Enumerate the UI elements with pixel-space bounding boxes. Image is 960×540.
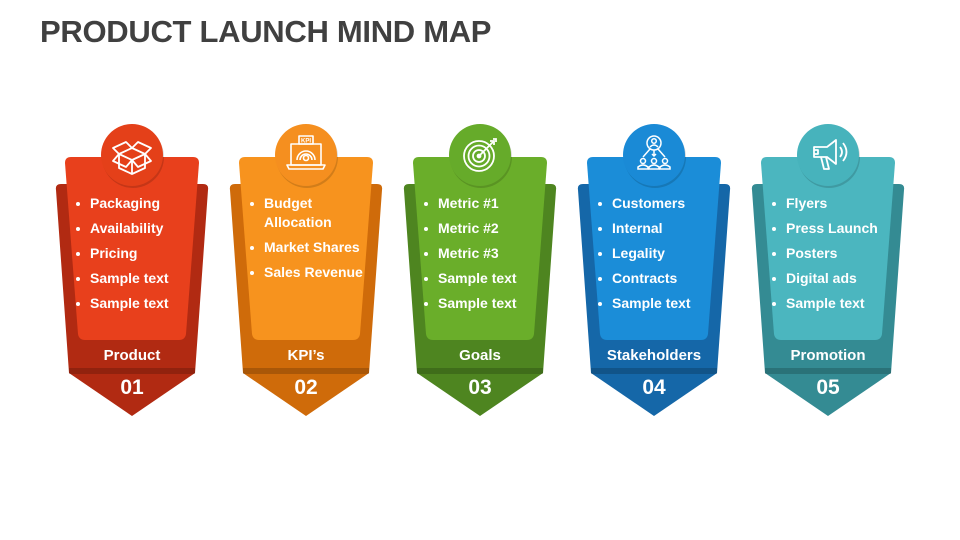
card-number: 04 bbox=[642, 376, 666, 399]
list-item: Pricing bbox=[73, 244, 203, 263]
list-item: Contracts bbox=[595, 269, 725, 288]
list-item: Sample text bbox=[421, 294, 551, 313]
list-item: Sample text bbox=[769, 294, 899, 313]
list-item: Flyers bbox=[769, 194, 899, 213]
card-label: Goals bbox=[459, 347, 501, 364]
card-number: 03 bbox=[468, 376, 492, 399]
kpi-laptop-gauge-icon: KPI bbox=[275, 124, 337, 186]
list-item: Metric #3 bbox=[421, 244, 551, 263]
svg-text:KPI: KPI bbox=[301, 139, 311, 145]
list-item: Sample text bbox=[73, 269, 203, 288]
list-item: Customers bbox=[595, 194, 725, 213]
list-item: Market Shares bbox=[247, 238, 377, 257]
list-item: Sample text bbox=[73, 294, 203, 313]
card-shape bbox=[751, 124, 905, 416]
target-arrow-icon bbox=[449, 124, 511, 186]
card-label: Promotion bbox=[790, 347, 866, 364]
list-item: Internal bbox=[595, 219, 725, 238]
bullet-list: Flyers Press Launch Posters Digital ads … bbox=[769, 194, 899, 319]
list-item: Metric #1 bbox=[421, 194, 551, 213]
mindmap-card-product: Packaging Availability Pricing Sample te… bbox=[45, 110, 219, 430]
list-item: Packaging bbox=[73, 194, 203, 213]
card-number: 01 bbox=[120, 376, 144, 399]
card-number: 02 bbox=[294, 376, 318, 399]
bullet-list: Budget Allocation Market Shares Sales Re… bbox=[247, 194, 377, 288]
mindmap-card-goals: Metric #1 Metric #2 Metric #3 Sample tex… bbox=[393, 110, 567, 430]
bullet-list: Metric #1 Metric #2 Metric #3 Sample tex… bbox=[421, 194, 551, 319]
open-box-icon bbox=[101, 124, 163, 186]
list-item: Posters bbox=[769, 244, 899, 263]
team-network-icon bbox=[623, 124, 685, 186]
card-shape bbox=[577, 124, 731, 416]
list-item: Sample text bbox=[421, 269, 551, 288]
mindmap-card-kpis: KPI Budget Allocation Market Shares Sale… bbox=[219, 110, 393, 430]
card-label: Stakeholders bbox=[606, 347, 702, 364]
list-item: Metric #2 bbox=[421, 219, 551, 238]
card-shape bbox=[55, 124, 209, 416]
list-item: Sales Revenue bbox=[247, 263, 377, 282]
bullet-list: Packaging Availability Pricing Sample te… bbox=[73, 194, 203, 319]
list-item: Legality bbox=[595, 244, 725, 263]
list-item: Sample text bbox=[595, 294, 725, 313]
list-item: Budget Allocation bbox=[247, 194, 377, 232]
card-number: 05 bbox=[816, 376, 840, 399]
card-label: Product bbox=[103, 347, 161, 364]
list-item: Availability bbox=[73, 219, 203, 238]
list-item: Press Launch bbox=[769, 219, 899, 238]
page-title: PRODUCT LAUNCH MIND MAP bbox=[40, 14, 492, 49]
card-label: KPI’s bbox=[287, 347, 325, 364]
list-item: Digital ads bbox=[769, 269, 899, 288]
mindmap-card-promotion: Flyers Press Launch Posters Digital ads … bbox=[741, 110, 915, 430]
bullet-list: Customers Internal Legality Contracts Sa… bbox=[595, 194, 725, 319]
megaphone-icon bbox=[797, 124, 859, 186]
mindmap-card-stakeholders: Customers Internal Legality Contracts Sa… bbox=[567, 110, 741, 430]
